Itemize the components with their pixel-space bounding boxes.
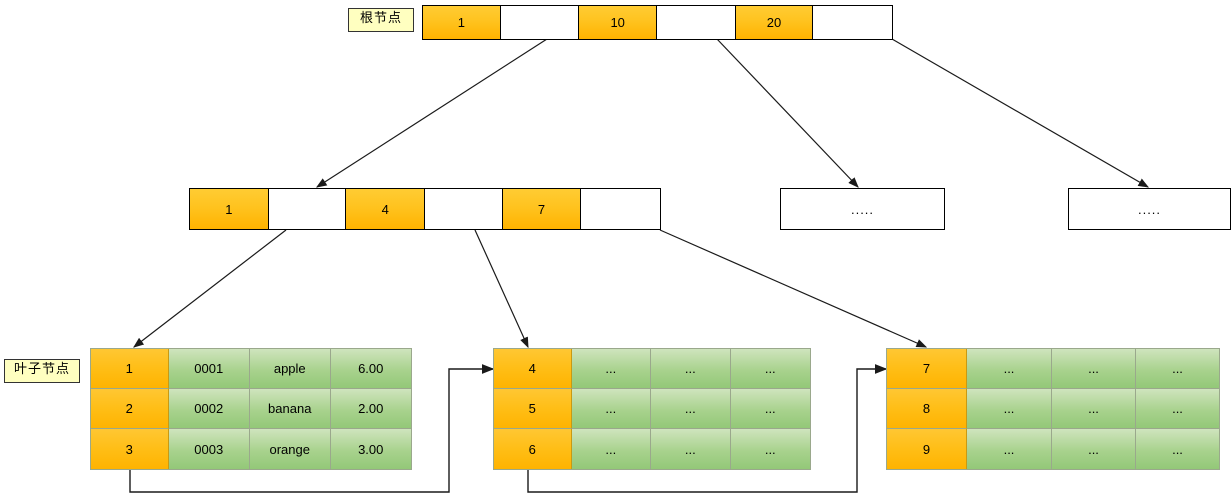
leaf-1-row-3-key: 3 bbox=[91, 429, 169, 469]
edge-root-to-internal-1 bbox=[315, 38, 548, 188]
internal-1-cell-key-3[interactable]: 7 bbox=[502, 189, 582, 229]
edge-root-to-internal-2 bbox=[716, 38, 859, 188]
leaf-1-row-1-col-1: 0001 bbox=[168, 349, 250, 389]
leaf-3-row-1-col-2: ... bbox=[1052, 349, 1136, 389]
leaf-2-row-3-col-3: ... bbox=[730, 429, 810, 469]
edge-root-to-internal-3 bbox=[891, 38, 1150, 188]
leaf-3-row-3-col-3: ... bbox=[1136, 429, 1219, 469]
leaf-1-row-2-col-2: banana bbox=[250, 389, 331, 429]
leaf-3-row-3-col-2: ... bbox=[1052, 429, 1136, 469]
leaf-node-label: 叶子节点 bbox=[4, 359, 80, 383]
edge-internal-1-to-leaf-1 bbox=[133, 229, 287, 348]
root-cell-key-2[interactable]: 10 bbox=[579, 6, 658, 39]
leaf-1-row-2-key: 2 bbox=[91, 389, 169, 429]
leaf-3-row-1[interactable]: 7 ... ... ... bbox=[887, 349, 1219, 389]
leaf-node-3[interactable]: 7 ... ... ... 8 ... ... ... 9 ... ... ..… bbox=[886, 348, 1220, 470]
leaf-1-row-1-key: 1 bbox=[91, 349, 169, 389]
internal-1-cell-pointer-3[interactable] bbox=[581, 189, 661, 229]
root-cell-pointer-2[interactable] bbox=[657, 6, 736, 39]
leaf-2-row-3-key: 6 bbox=[494, 429, 572, 469]
internal-1-cell-pointer-1[interactable] bbox=[268, 189, 347, 229]
leaf-1-row-3-col-2: orange bbox=[250, 429, 331, 469]
root-node[interactable]: 1 10 20 bbox=[422, 5, 893, 40]
leaf-1-row-2-col-1: 0002 bbox=[168, 389, 250, 429]
leaf-2-row-2-key: 5 bbox=[494, 389, 572, 429]
leaf-1-row-3-col-3: 3.00 bbox=[330, 429, 411, 469]
leaf-1-row-1-col-3: 6.00 bbox=[330, 349, 411, 389]
edge-internal-1-to-leaf-3 bbox=[659, 229, 928, 348]
leaf-1-row-1[interactable]: 1 0001 apple 6.00 bbox=[91, 349, 411, 389]
leaf-2-row-3-col-2: ... bbox=[651, 429, 731, 469]
leaf-3-row-1-col-3: ... bbox=[1136, 349, 1219, 389]
internal-1-cell-key-2[interactable]: 4 bbox=[346, 189, 426, 229]
root-cell-pointer-1[interactable] bbox=[500, 6, 580, 39]
leaf-3-row-1-col-1: ... bbox=[967, 349, 1052, 389]
leaf-2-row-3[interactable]: 6 ... ... ... bbox=[494, 429, 810, 469]
root-cell-pointer-3[interactable] bbox=[813, 6, 893, 39]
leaf-2-row-1[interactable]: 4 ... ... ... bbox=[494, 349, 810, 389]
leaf-3-row-2-col-3: ... bbox=[1136, 389, 1219, 429]
root-cell-key-1[interactable]: 1 bbox=[423, 6, 501, 39]
leaf-1-row-3[interactable]: 3 0003 orange 3.00 bbox=[91, 429, 411, 469]
root-cell-key-3[interactable]: 20 bbox=[735, 6, 814, 39]
internal-node-3[interactable]: ..... bbox=[1068, 188, 1231, 230]
leaf-node-1[interactable]: 1 0001 apple 6.00 2 0002 banana 2.00 3 0… bbox=[90, 348, 412, 470]
leaf-3-row-3[interactable]: 9 ... ... ... bbox=[887, 429, 1219, 469]
leaf-2-row-1-col-3: ... bbox=[730, 349, 810, 389]
leaf-2-row-2-col-2: ... bbox=[651, 389, 731, 429]
leaf-2-row-1-key: 4 bbox=[494, 349, 572, 389]
leaf-3-row-3-key: 9 bbox=[887, 429, 967, 469]
leaf-3-row-1-key: 7 bbox=[887, 349, 967, 389]
internal-1-cell-pointer-2[interactable] bbox=[425, 189, 503, 229]
leaf-1-row-2[interactable]: 2 0002 banana 2.00 bbox=[91, 389, 411, 429]
internal-node-2[interactable]: ..... bbox=[780, 188, 945, 230]
leaf-node-2[interactable]: 4 ... ... ... 5 ... ... ... 6 ... ... ..… bbox=[493, 348, 811, 470]
internal-1-cell-key-1[interactable]: 1 bbox=[190, 189, 269, 229]
leaf-2-row-3-col-1: ... bbox=[571, 429, 652, 469]
edge-internal-1-to-leaf-2 bbox=[474, 229, 529, 349]
leaf-2-row-1-col-2: ... bbox=[651, 349, 731, 389]
leaf-2-row-1-col-1: ... bbox=[571, 349, 652, 389]
internal-node-1[interactable]: 1 4 7 bbox=[189, 188, 661, 230]
leaf-1-row-2-col-3: 2.00 bbox=[330, 389, 411, 429]
leaf-2-row-2-col-1: ... bbox=[571, 389, 652, 429]
leaf-3-row-3-col-1: ... bbox=[967, 429, 1052, 469]
leaf-3-row-2-col-1: ... bbox=[967, 389, 1052, 429]
leaf-3-row-2-key: 8 bbox=[887, 389, 967, 429]
leaf-3-row-2[interactable]: 8 ... ... ... bbox=[887, 389, 1219, 429]
leaf-1-row-3-col-1: 0003 bbox=[168, 429, 250, 469]
leaf-1-row-1-col-2: apple bbox=[250, 349, 331, 389]
leaf-2-row-2-col-3: ... bbox=[730, 389, 810, 429]
leaf-2-row-2[interactable]: 5 ... ... ... bbox=[494, 389, 810, 429]
root-node-label: 根节点 bbox=[348, 8, 414, 32]
leaf-3-row-2-col-2: ... bbox=[1052, 389, 1136, 429]
